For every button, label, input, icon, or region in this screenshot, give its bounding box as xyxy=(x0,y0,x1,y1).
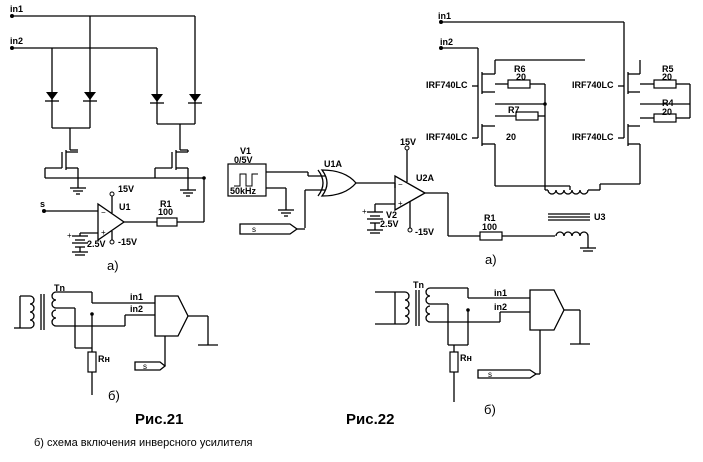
fig22-r4-value: 20 xyxy=(662,107,672,117)
fig21-in1-label: in1 xyxy=(10,4,23,14)
fig22-supply-pos: 15V xyxy=(400,137,416,147)
logic-gate xyxy=(529,289,565,331)
mosfet-q3 xyxy=(618,60,641,130)
resistor-r1 xyxy=(156,217,178,227)
fig22-r5-name: R5 xyxy=(662,64,674,74)
fig21-transformer-label: Tn xyxy=(54,283,65,293)
fig21-title: Рис.21 xyxy=(135,411,183,428)
fig22-r6-name: R6 xyxy=(514,64,526,74)
fig21-a-circuit: in1 in2 xyxy=(10,4,206,273)
fig21-in2-label: in2 xyxy=(10,36,23,46)
mosfet-q1 xyxy=(472,60,496,130)
pulse-source-v1 xyxy=(227,163,267,197)
fig22-s-box-label: s xyxy=(252,225,256,234)
mosfet-left xyxy=(45,149,79,183)
transformer-primary xyxy=(395,291,410,325)
fig21-gate-in1: in1 xyxy=(130,292,143,302)
load-resistor xyxy=(87,351,97,373)
fig22-v2-name: V2 xyxy=(386,210,397,220)
svg-text:−: − xyxy=(101,208,106,217)
svg-text:+: + xyxy=(67,231,72,240)
diode-2 xyxy=(84,92,96,100)
logic-gate xyxy=(154,295,189,337)
diode-4 xyxy=(189,94,201,102)
page-caption: б) схема включения инверсного усилителя xyxy=(34,437,253,449)
fig22-b-in2: in2 xyxy=(494,302,507,312)
fig22-mosfet1: IRF740LC xyxy=(426,80,468,90)
mosfet-right xyxy=(155,149,189,190)
fig22-r7-value: 20 xyxy=(506,132,516,142)
fig22-v2-value: 2.5V xyxy=(380,219,399,229)
xor-gate xyxy=(320,169,357,197)
fig22-mosfet3: IRF740LC xyxy=(572,80,614,90)
fig21-b-circuit: Tn Rн in1 in2 s б) Рис.21 xyxy=(14,283,218,428)
mosfet-q2 xyxy=(472,124,496,186)
fig22-supply-neg: -15V xyxy=(415,227,434,237)
fig22-b-circuit: Tn Rн in1 in2 s б) Рис.22 xyxy=(346,280,590,428)
fig22-r1-name: R1 xyxy=(484,213,496,223)
fig22-v1-freq: 50kHz xyxy=(230,186,257,196)
fig21-s-box-label: s xyxy=(143,362,147,371)
fig21-r1-name: R1 xyxy=(160,199,172,209)
fig22-xor-label: U1A xyxy=(324,159,343,169)
diode-1 xyxy=(46,92,58,100)
fig22-a-circuit: V1 0/5V 50kHz U1A s − + U2A 15V -15V xyxy=(227,11,691,267)
fig21-s-box xyxy=(134,361,167,371)
svg-text:−: − xyxy=(398,180,403,189)
fig21-sub-a: а) xyxy=(107,258,119,273)
svg-text:+: + xyxy=(362,207,367,216)
fig22-b-load: Rн xyxy=(460,353,472,363)
ground-symbol xyxy=(70,183,86,195)
transformer-secondary xyxy=(51,291,57,327)
fig22-mosfet2: IRF740LC xyxy=(426,132,468,142)
ground-symbol xyxy=(180,189,196,197)
fig22-r4-name: R4 xyxy=(662,98,674,108)
transformer-primary xyxy=(20,295,35,329)
fig22-b-s-box-label: s xyxy=(488,370,492,379)
fig22-b-transformer: Tn xyxy=(413,280,424,290)
fig22-sub-a: а) xyxy=(485,252,497,267)
svg-text:+: + xyxy=(398,199,403,208)
fig21-battery-label: 2.5V xyxy=(87,239,106,249)
fig21-opamp-label: U1 xyxy=(119,202,131,212)
fig22-title: Рис.22 xyxy=(346,411,394,428)
fig22-v1-value: 0/5V xyxy=(234,155,253,165)
fig22-r7-name: R7 xyxy=(508,105,520,115)
transformer-u3 xyxy=(547,189,590,237)
fig22-in2-label: in2 xyxy=(440,37,453,47)
opamp-u1 xyxy=(97,202,126,242)
fig22-mosfet4: IRF740LC xyxy=(572,132,614,142)
fig21-supply-pos: 15V xyxy=(118,184,134,194)
fig22-transformer-label: U3 xyxy=(594,212,606,222)
fig22-r1-value: 100 xyxy=(482,222,497,232)
fig21-sub-b: б) xyxy=(108,388,120,403)
fig22-b-in1: in1 xyxy=(494,288,507,298)
fig21-s-label: s xyxy=(40,199,45,209)
diode-3 xyxy=(151,94,163,102)
square-wave-icon xyxy=(234,173,258,187)
fig21-supply-neg: -15V xyxy=(118,237,137,247)
fig21-load-label: Rн xyxy=(98,354,110,364)
fig22-sub-b: б) xyxy=(484,402,496,417)
mosfet-q4 xyxy=(618,124,641,184)
fig22-v1-name: V1 xyxy=(240,146,251,156)
resistor-r1-fig22 xyxy=(479,231,503,241)
fig21-gate-in2: in2 xyxy=(130,304,143,314)
fig21-r1-value: 100 xyxy=(158,207,173,217)
svg-text:+: + xyxy=(101,228,106,237)
fig22-b-s-box xyxy=(477,369,538,379)
fig22-opamp-label: U2A xyxy=(416,173,435,183)
transformer-secondary xyxy=(425,287,431,323)
load-resistor xyxy=(449,351,459,373)
fig22-r6-value: 20 xyxy=(516,72,526,82)
fig22-s-box xyxy=(239,223,299,235)
fig22-r5-value: 20 xyxy=(662,72,672,82)
fig22-in1-label: in1 xyxy=(438,11,451,21)
